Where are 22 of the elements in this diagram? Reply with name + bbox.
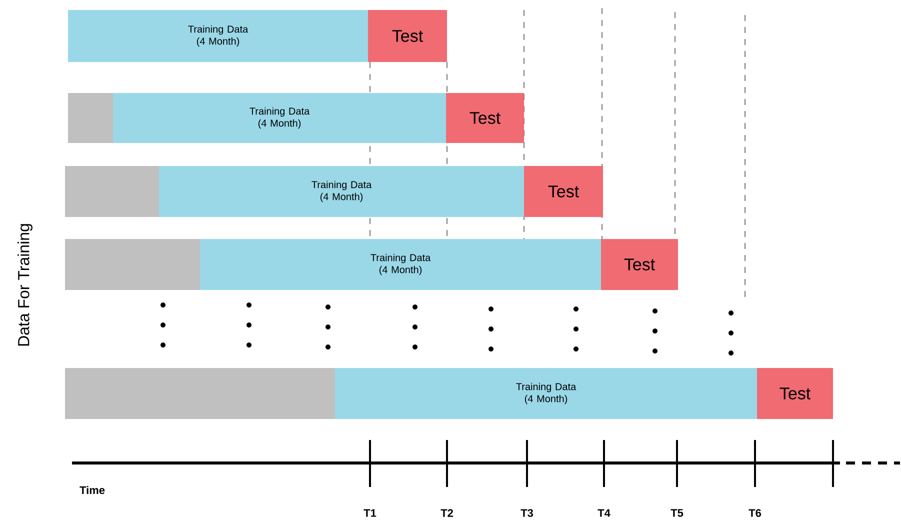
tick-label: T4 — [598, 509, 610, 517]
training-data-bar: Training Data (4 Month) — [68, 10, 368, 62]
excluded-data-bar — [68, 93, 113, 143]
test-bar: Test — [601, 239, 678, 290]
tick-label: T2 — [440, 509, 453, 517]
axis-label: Data For Training — [18, 224, 32, 346]
test-bar: Test — [524, 166, 603, 217]
tick-label: T3 — [520, 509, 534, 517]
training-data-bar: Training Data (4 Month) — [113, 93, 446, 143]
tick-label: T1 — [364, 509, 376, 517]
excluded-data-bar — [65, 239, 200, 290]
test-bar: Test — [368, 10, 447, 62]
test-bar: Test — [446, 93, 524, 143]
excluded-data-bar — [65, 166, 159, 217]
axis-label: Time — [80, 486, 105, 494]
training-data-bar: Training Data (4 Month) — [200, 239, 601, 290]
tick-label: T5 — [670, 509, 684, 517]
training-data-bar: Training Data (4 Month) — [159, 166, 524, 217]
test-bar: Test — [757, 368, 833, 419]
tick-label: T6 — [748, 509, 762, 517]
excluded-data-bar — [65, 368, 335, 419]
training-data-bar: Training Data (4 Month) — [335, 368, 757, 419]
